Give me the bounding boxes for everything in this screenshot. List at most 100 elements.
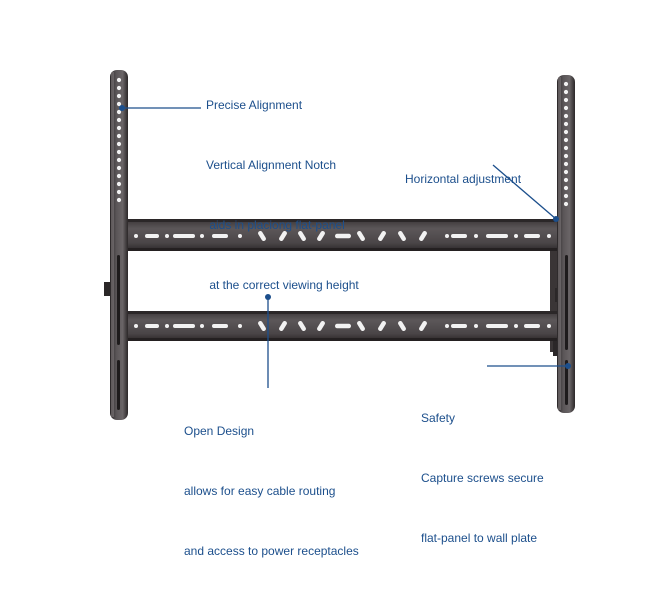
- safety-callout: Safety Capture screws secure flat-panel …: [421, 368, 544, 588]
- crossbar-slot: [145, 234, 159, 238]
- crossbar-slot: [212, 234, 228, 238]
- alignment-callout: Precise Alignment Vertical Alignment Not…: [206, 55, 359, 335]
- safety-leader-dot: [565, 363, 571, 369]
- crossbar-slot: [547, 324, 551, 328]
- rail-slot: [565, 255, 568, 350]
- rail-slot: [565, 360, 568, 405]
- crossbar-slot: [378, 320, 386, 332]
- rail-hole: [563, 193, 569, 199]
- rail-hole: [116, 85, 122, 91]
- crossbar-slot: [279, 230, 287, 242]
- crossbar-slot: [335, 233, 351, 239]
- open-design-line-1: Open Design: [184, 424, 255, 438]
- crossbar-slot: [212, 324, 228, 328]
- rail-hole: [116, 189, 122, 195]
- crossbar-slots: [134, 230, 551, 332]
- safety-line-3: flat-panel to wall plate: [421, 531, 538, 545]
- crossbar-slot: [486, 324, 508, 328]
- open-design-line-2: allows for easy cable routing: [184, 484, 336, 498]
- crossbar-slot: [134, 234, 138, 238]
- rail-hole: [116, 149, 122, 155]
- rail-hole: [563, 201, 569, 207]
- safety-line-1: Safety: [421, 411, 456, 425]
- crossbar-slot: [419, 320, 427, 332]
- crossbar-slot: [279, 320, 287, 332]
- rail-hole: [116, 165, 122, 171]
- crossbar-slot: [357, 230, 365, 242]
- rail-hole: [563, 161, 569, 167]
- crossbar-slot: [486, 234, 508, 238]
- crossbar-slot: [524, 324, 540, 328]
- open-design-line-3: and access to power receptacles: [184, 544, 359, 558]
- rail-hole: [563, 89, 569, 95]
- rail-hole: [116, 109, 122, 115]
- rail-hole: [116, 125, 122, 131]
- alignment-line-2: Vertical Alignment Notch: [206, 158, 337, 172]
- crossbar-slot: [298, 230, 306, 242]
- rail-hole: [563, 185, 569, 191]
- crossbar-slot: [238, 324, 242, 328]
- alignment-line-1: Precise Alignment: [206, 98, 303, 112]
- rail-hole: [116, 101, 122, 107]
- rail-hole: [563, 121, 569, 127]
- crossbar-slot: [398, 230, 406, 242]
- crossbar-slot: [238, 234, 242, 238]
- horizontal-leader: [492, 164, 557, 220]
- crossbar-slot: [335, 323, 351, 329]
- crossbar-slot: [298, 320, 306, 332]
- alignment-leader-dot: [119, 105, 125, 111]
- crossbar-slot: [474, 234, 478, 238]
- leader-lines: [119, 105, 571, 388]
- crossbar-slot: [357, 320, 365, 332]
- alignment-line-3: aids in placiong flat-panel: [206, 218, 345, 232]
- horizontal-callout: Horizontal adjustment: [405, 129, 521, 229]
- crossbar-slot: [145, 324, 159, 328]
- crossbar-slot: [378, 230, 386, 242]
- crossbar-slot: [258, 320, 266, 332]
- rail-hole: [563, 81, 569, 87]
- crossbar-slot: [514, 324, 518, 328]
- crossbar-slot: [451, 234, 467, 238]
- rail-hole: [116, 133, 122, 139]
- rail-slot: [117, 255, 120, 345]
- crossbar-slot: [474, 324, 478, 328]
- crossbar-slot: [451, 324, 467, 328]
- crossbar-slot: [419, 230, 427, 242]
- open-design-leader-dot: [265, 294, 271, 300]
- rail-slot: [117, 360, 120, 410]
- rail-hole: [116, 173, 122, 179]
- crossbar-slot: [165, 234, 169, 238]
- rail-hole: [563, 169, 569, 175]
- crossbar-slot: [173, 234, 195, 238]
- rail-hole: [563, 105, 569, 111]
- rail-hole: [116, 93, 122, 99]
- rail-hole: [116, 181, 122, 187]
- alignment-line-4: at the correct viewing height: [206, 278, 359, 292]
- horizontal-line-1: Horizontal adjustment: [405, 172, 522, 186]
- crossbar-slot: [317, 320, 325, 332]
- rail-hole: [563, 153, 569, 159]
- rail-hole: [116, 77, 122, 83]
- rail-hole: [116, 197, 122, 203]
- crossbar-slot: [317, 230, 325, 242]
- crossbar-slot: [258, 230, 266, 242]
- rail-hole: [563, 113, 569, 119]
- crossbar-slot: [173, 324, 195, 328]
- crossbar-slot: [514, 234, 518, 238]
- open-design-callout: Open Design allows for easy cable routin…: [184, 381, 359, 601]
- crossbar-slot: [200, 234, 204, 238]
- crossbar-slot: [524, 234, 540, 238]
- crossbar-slot: [445, 234, 449, 238]
- crossbar-slot: [398, 320, 406, 332]
- wall-mount-diagram: Precise Alignment Vertical Alignment Not…: [104, 55, 575, 558]
- rail-hole: [563, 137, 569, 143]
- rail-alignment-holes: [116, 77, 569, 410]
- rail-hole: [563, 145, 569, 151]
- right-vertical-rail: [557, 75, 575, 413]
- crossbar-slot: [445, 324, 449, 328]
- rail-hole: [116, 117, 122, 123]
- crossbar-slot: [200, 324, 204, 328]
- wall-mount-bracket: [104, 70, 575, 420]
- rail-hole: [563, 129, 569, 135]
- rail-hole: [116, 141, 122, 147]
